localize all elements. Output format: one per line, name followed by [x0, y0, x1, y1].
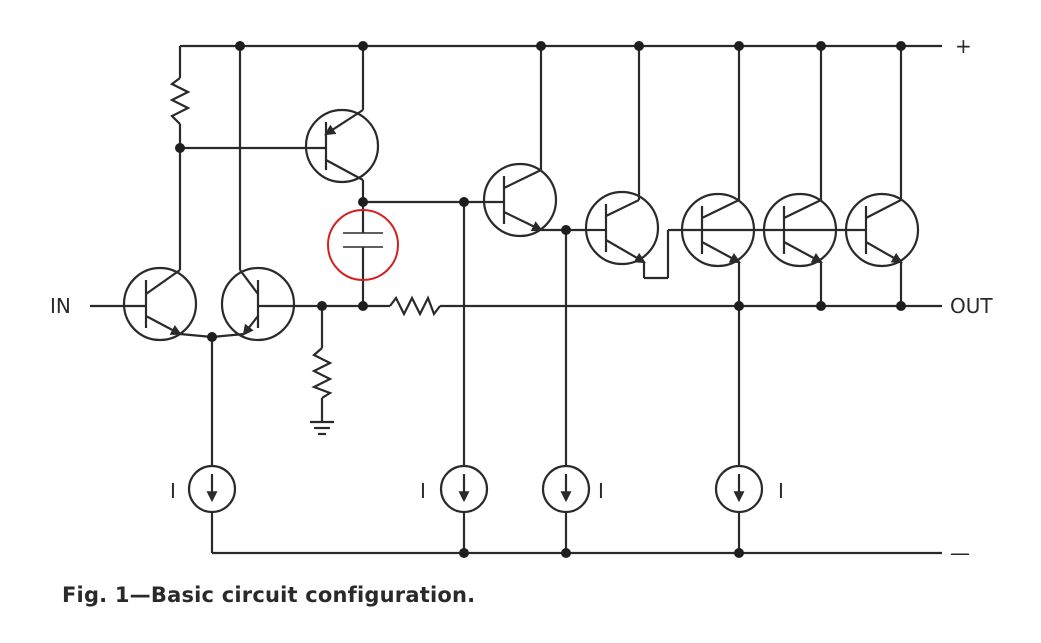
transistor-input-left [122, 266, 198, 342]
transistor-output-1 [680, 192, 756, 268]
current-source-4-label: I [778, 479, 784, 503]
current-source-4 [714, 464, 764, 514]
current-source-3 [541, 464, 591, 514]
ground-icon [310, 420, 334, 436]
transistor-output-3 [844, 192, 920, 268]
current-source-2 [439, 464, 489, 514]
transistor-input-right [220, 266, 296, 342]
output-stage-wiring [737, 46, 903, 553]
resistor-ground [311, 347, 333, 399]
transistor-driver-2 [584, 190, 660, 266]
figure-caption: Fig. 1—Basic circuit configuration. [62, 583, 476, 607]
resistor-series [389, 295, 441, 317]
resistor-top [169, 77, 191, 125]
current-source-1-label: I [170, 479, 176, 503]
highlight-circle [327, 209, 399, 281]
capacitor [343, 232, 383, 248]
junction-dots [175, 41, 906, 558]
current-source-2-label: I [420, 479, 426, 503]
transistor-pnp [304, 108, 380, 184]
transistor-output-2 [762, 192, 838, 268]
middle-wiring [462, 46, 860, 553]
current-source-1 [187, 464, 237, 514]
left-wiring [90, 46, 484, 553]
current-source-3-label: I [598, 479, 604, 503]
input-label: IN [50, 294, 71, 318]
transistor-driver-1 [482, 162, 558, 238]
output-label: OUT [950, 294, 993, 318]
negative-rail-label: — [950, 541, 970, 565]
positive-rail-label: + [955, 34, 972, 58]
